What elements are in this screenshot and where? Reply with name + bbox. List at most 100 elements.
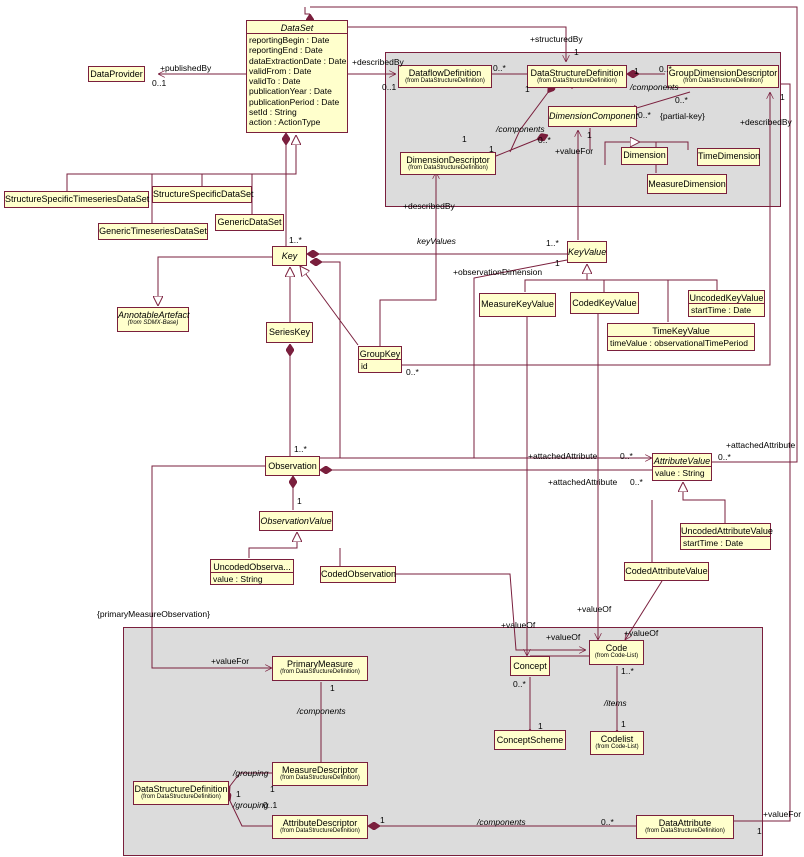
data-structure-definition-2-class[interactable]: DataStructureDefinition (from DataStruct… <box>133 781 229 805</box>
uncoded-key-value-class[interactable]: UncodedKeyValue startTime : Date <box>688 290 765 317</box>
annotable-artefact-name: AnnotableArtefact <box>118 310 190 320</box>
from-note: (from DataStructureDefinition) <box>141 794 221 800</box>
dataset-attribute: validTo : Date <box>249 76 301 87</box>
group-dimension-descriptor-class[interactable]: GroupDimensionDescriptor (from DataStruc… <box>667 65 779 88</box>
label-described-by-1: +describedBy <box>352 57 404 67</box>
label-partial-key: {partial-key} <box>660 111 705 121</box>
label-published-by: +publishedBy <box>160 63 212 73</box>
concept-scheme-class[interactable]: ConceptScheme <box>494 730 566 750</box>
concept-class[interactable]: Concept <box>510 656 550 676</box>
label-attached-attribute-3-mult: 0..* <box>718 452 731 462</box>
time-dimension-class[interactable]: TimeDimension <box>697 148 760 166</box>
primary-measure-name: PrimaryMeasure <box>286 659 353 669</box>
dataset-attribute: reportingBegin : Date <box>249 35 330 45</box>
dimension-class[interactable]: Dimension <box>621 147 668 165</box>
attribute-value-class[interactable]: AttributeValue value : String <box>652 453 712 481</box>
data-provider-class[interactable]: DataProvider <box>88 66 145 82</box>
codelist-class[interactable]: Codelist (from Code-List) <box>590 731 644 755</box>
label-items: /items <box>604 698 627 708</box>
label-described-by-2: +describedBy <box>740 117 792 127</box>
label-key-mult: 1..* <box>289 235 302 245</box>
structure-specific-timeseries-dataset-class[interactable]: StructureSpecificTimeseriesDataSet <box>4 191 149 208</box>
observation-value-name: ObservationValue <box>260 516 332 526</box>
label-dsd-dd-components: /components <box>496 124 545 134</box>
from-note: (from DataStructureDefinition) <box>683 78 763 84</box>
measure-dimension-class[interactable]: MeasureDimension <box>647 174 727 194</box>
data-attribute-class[interactable]: DataAttribute (from DataStructureDefinit… <box>636 815 734 839</box>
label-observation-dimension: +observationDimension <box>453 267 543 277</box>
group-key-class[interactable]: GroupKey id <box>358 346 402 373</box>
from-note: (from DataStructureDefinition) <box>280 828 360 834</box>
label-obs-mult: 1..* <box>294 444 307 454</box>
coded-key-value-class[interactable]: CodedKeyValue <box>570 292 639 314</box>
dimension-descriptor-class[interactable]: DimensionDescriptor (from DataStructureD… <box>400 152 496 175</box>
code-name: Code <box>605 643 628 653</box>
label-md-mult: 1 <box>270 784 275 794</box>
label-attached-attribute-1: +attachedAttribute <box>528 451 598 461</box>
data-structure-definition-class[interactable]: DataStructureDefinition (from DataStruct… <box>527 65 627 88</box>
dimension-component-class[interactable]: DimensionComponent <box>548 106 638 127</box>
observation-value-class[interactable]: ObservationValue <box>259 511 333 531</box>
ssd-name: StructureSpecificDataSet <box>153 189 254 199</box>
label-dc-mult-0: 0..* <box>638 110 651 120</box>
code-class[interactable]: Code (from Code-List) <box>589 640 644 665</box>
uncoded-observation-attr: value : String <box>213 574 263 584</box>
group-key-attr: id <box>361 361 368 371</box>
uncoded-attribute-value-class[interactable]: UncodedAttributeValue startTime : Date <box>680 523 773 550</box>
ukv-name: UncodedKeyValue <box>689 293 764 303</box>
data-attribute-name: DataAttribute <box>658 818 712 828</box>
coded-observation-class[interactable]: CodedObservation <box>320 566 396 583</box>
series-key-class[interactable]: SeriesKey <box>266 322 313 343</box>
label-attached-attribute-1-mult: 0..* <box>620 451 633 461</box>
label-attached-attribute-2: +attachedAttribute <box>548 477 618 487</box>
primary-measure-class[interactable]: PrimaryMeasure (from DataStructureDefini… <box>272 656 368 681</box>
label-value-of-4: +valueOf <box>624 628 659 638</box>
label-kv-value-for-mult: 1 <box>780 92 785 102</box>
uncoded-observation-class[interactable]: UncodedObserva... value : String <box>210 559 294 585</box>
generic-timeseries-dataset-class[interactable]: GenericTimeseriesDataSet <box>98 223 208 240</box>
gtd-name: GenericTimeseriesDataSet <box>99 226 207 236</box>
label-gdd-dc-mult: 0..* <box>675 95 688 105</box>
time-key-value-class[interactable]: TimeKeyValue timeValue : observationalTi… <box>607 323 755 351</box>
label-group-key-mult: 0..* <box>406 367 419 377</box>
uav-attr: startTime : Date <box>683 538 744 548</box>
gdd-name: GroupDimensionDescriptor <box>668 68 778 78</box>
data-provider-name: DataProvider <box>90 69 143 79</box>
label-grouping-1-mult: 1 <box>236 789 241 799</box>
coded-attribute-value-class[interactable]: CodedAttributeValue <box>624 562 709 581</box>
attribute-descriptor-class[interactable]: AttributeDescriptor (from DataStructureD… <box>272 815 368 839</box>
gd-name: GenericDataSet <box>217 217 282 227</box>
key-value-class[interactable]: KeyValue <box>567 241 607 263</box>
label-obs-value-mult: 1 <box>297 496 302 506</box>
mkv-name: MeasureKeyValue <box>481 299 554 309</box>
label-dd-dc-1: 1 <box>489 144 494 154</box>
dimension-name: Dimension <box>623 150 666 160</box>
series-key-name: SeriesKey <box>268 327 311 337</box>
label-observation-dimension-mult: 1 <box>555 258 560 268</box>
dataset-attribute: action : ActionType <box>249 117 321 128</box>
uav-name: UncodedAttributeValue <box>681 526 773 536</box>
measure-descriptor-name: MeasureDescriptor <box>281 765 359 775</box>
dataflow-definition-class[interactable]: DataflowDefinition (from DataStructureDe… <box>398 65 492 88</box>
generic-dataset-class[interactable]: GenericDataSet <box>215 214 284 231</box>
measure-descriptor-class[interactable]: MeasureDescriptor (from DataStructureDef… <box>272 762 368 786</box>
key-class[interactable]: Key <box>272 246 307 266</box>
label-value-for-3: +valueFor <box>763 809 802 819</box>
label-key-values-mult: 1..* <box>546 238 559 248</box>
observation-class[interactable]: Observation <box>265 456 320 476</box>
dataset-attribute: setId : String <box>249 107 297 118</box>
label-code-mult: 1..* <box>621 666 634 676</box>
ckv-name: CodedKeyValue <box>572 298 637 308</box>
from-note: (from Code-List) <box>594 653 639 659</box>
from-note: (from Code-List) <box>595 744 639 750</box>
label-described-by-1-mult: 0..1 <box>382 82 397 92</box>
concept-name: Concept <box>513 661 547 671</box>
tkv-name: TimeKeyValue <box>652 326 710 336</box>
label-described-by-3: +describedBy <box>403 201 455 211</box>
structure-specific-dataset-class[interactable]: StructureSpecificDataSet <box>152 186 254 203</box>
label-concept-mult: 0..* <box>513 679 526 689</box>
measure-key-value-class[interactable]: MeasureKeyValue <box>479 293 556 317</box>
annotable-artefact-class[interactable]: AnnotableArtefact (from SDMX-Base) <box>117 307 190 332</box>
